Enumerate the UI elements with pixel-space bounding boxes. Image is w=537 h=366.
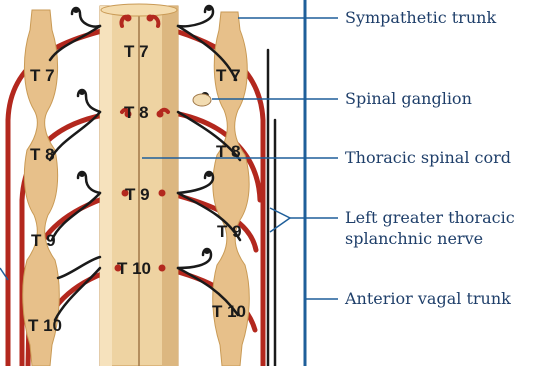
callout-thoracic-spinal-cord: Thoracic spinal cord xyxy=(345,148,511,168)
right-chain-label-t8: T 8 xyxy=(216,142,241,162)
cord-label-t10: T 10 xyxy=(117,259,151,279)
spinal-ganglion-shape xyxy=(193,94,211,106)
callout-left-greater-line2: splanchnic nerve xyxy=(345,229,483,249)
callout-anterior-vagal-trunk: Anterior vagal trunk xyxy=(345,289,511,309)
callout-left-greater-line1: Left greater thoracic xyxy=(345,208,515,228)
left-chain-label-t9: T 9 xyxy=(31,231,56,251)
left-sympathetic-chain xyxy=(23,10,60,366)
left-chain-label-t8: T 8 xyxy=(30,145,55,165)
callout-spinal-ganglion: Spinal ganglion xyxy=(345,89,472,109)
leader-splanchnic-branch xyxy=(270,208,290,232)
cord-label-t9: T 9 xyxy=(125,185,150,205)
right-chain-label-t10: T 10 xyxy=(212,302,246,322)
left-chain-label-t10: T 10 xyxy=(28,316,62,336)
cord-label-t8: T 8 xyxy=(124,103,149,123)
left-chain-label-t7: T 7 xyxy=(30,66,55,86)
right-chain-label-t7: T 7 xyxy=(216,66,241,86)
cord-label-t7: T 7 xyxy=(124,42,149,62)
right-chain-label-t9: T 9 xyxy=(217,222,242,242)
callout-sympathetic-trunk: Sympathetic trunk xyxy=(345,8,496,28)
